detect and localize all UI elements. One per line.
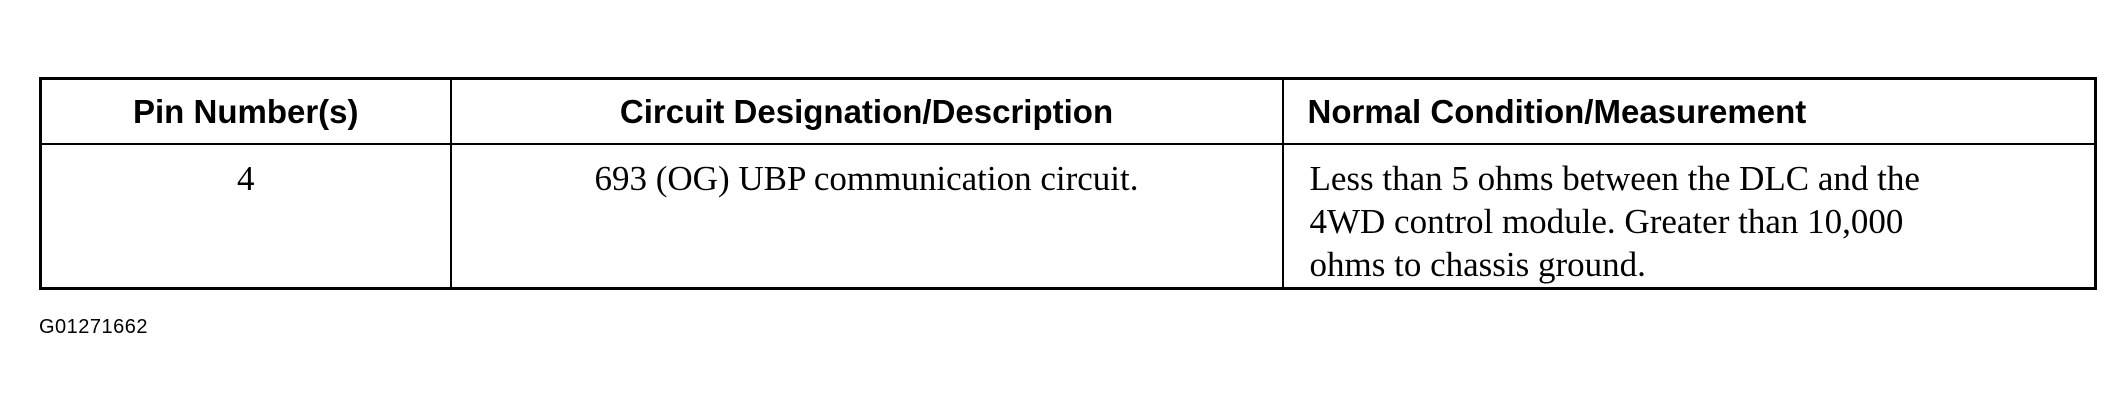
figure-id-label: G01271662 — [39, 316, 149, 338]
table-header-row: Pin Number(s) Circuit Designation/Descri… — [39, 77, 2097, 145]
condition-line: ohms to chassis ground. — [1309, 245, 1646, 284]
cell-pin-number: 4 — [39, 143, 452, 289]
condition-line: Less than 5 ohms between the DLC and the — [1309, 159, 1920, 198]
header-circuit-designation: Circuit Designation/Description — [449, 77, 1284, 145]
pin-specification-table: Pin Number(s) Circuit Designation/Descri… — [39, 77, 2097, 290]
table-row: 4 693 (OG) UBP communication circuit. Le… — [39, 143, 2097, 289]
header-normal-condition: Normal Condition/Measurement — [1281, 77, 2097, 145]
header-pin-numbers: Pin Number(s) — [39, 77, 452, 145]
cell-normal-condition: Less than 5 ohms between the DLC and the… — [1281, 143, 2097, 289]
condition-line: 4WD control module. Greater than 10,000 — [1309, 202, 1904, 241]
cell-circuit-description: 693 (OG) UBP communication circuit. — [449, 143, 1284, 289]
